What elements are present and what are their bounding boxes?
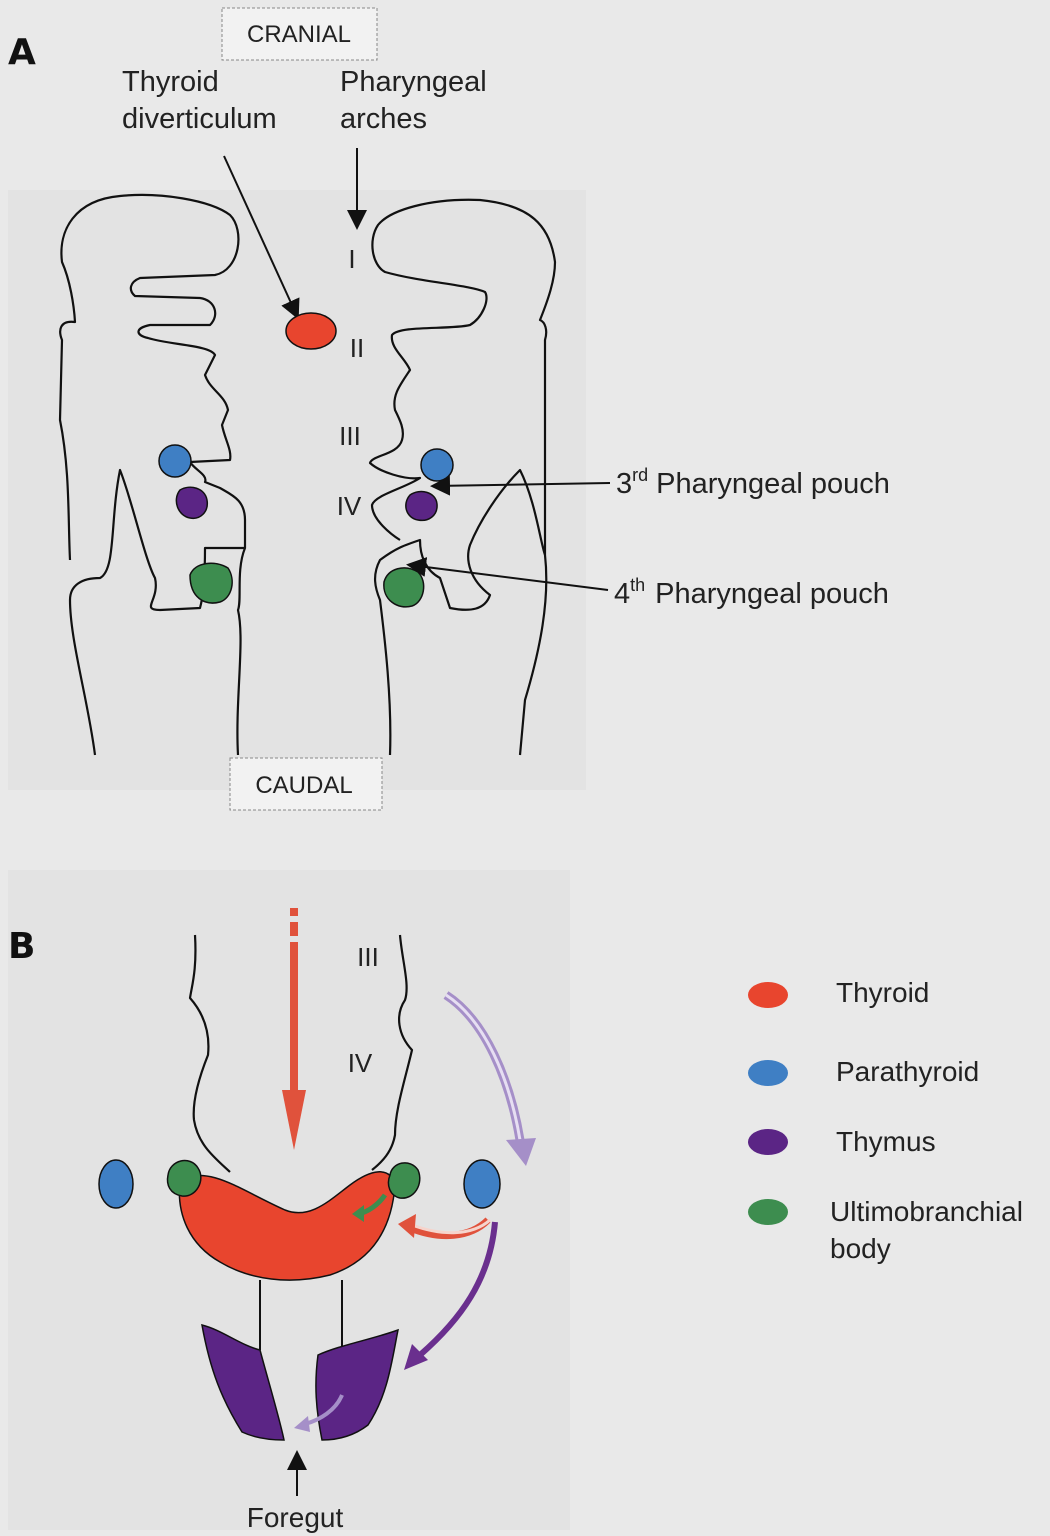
legend-label-thyroid: Thyroid — [836, 977, 929, 1008]
arch-numeral-iv-b: IV — [348, 1048, 373, 1078]
cranial-label: CRANIAL — [247, 21, 351, 48]
arch-numeral-iii: III — [339, 421, 361, 451]
caudal-label: CAUDAL — [255, 772, 352, 799]
legend-label-thymus: Thymus — [836, 1126, 936, 1157]
foregut-label: Foregut — [247, 1502, 344, 1533]
pharyngeal-arches-label-line1: Pharyngeal — [340, 66, 487, 98]
legend: Thyroid Parathyroid Thymus Ultimobranchi… — [748, 977, 1023, 1264]
panel-a-background — [8, 190, 586, 790]
legend-swatch-thymus — [748, 1129, 788, 1155]
parathyroid-right-b — [464, 1160, 500, 1208]
panel-b-letter: B — [8, 926, 35, 967]
legend-swatch-ultimobranchial — [748, 1199, 788, 1225]
panel-a-letter: A — [8, 32, 36, 73]
ultimobranchial-right-b — [388, 1163, 419, 1198]
arch-numeral-iii-b: III — [357, 942, 379, 972]
parathyroid-right-a — [421, 449, 453, 481]
red-arrow-dash-1 — [290, 908, 298, 916]
thyroid-diverticulum-label-line1: Thyroid — [122, 66, 219, 98]
legend-swatch-parathyroid — [748, 1060, 788, 1086]
arch-numeral-i: I — [348, 244, 355, 274]
thyroid-descent-arrow-shaft — [290, 942, 298, 1092]
legend-label-ultimobranchial-line2: body — [830, 1233, 891, 1264]
arch-numeral-ii: II — [350, 333, 364, 363]
thymus-left-a — [176, 487, 207, 518]
ultimobranchial-right-a — [384, 568, 424, 607]
legend-label-parathyroid: Parathyroid — [836, 1056, 979, 1087]
red-arrow-dash-2 — [290, 922, 298, 936]
pharyngeal-arches-label-line2: arches — [340, 103, 427, 135]
arch-numeral-iv: IV — [337, 491, 362, 521]
legend-swatch-thyroid — [748, 982, 788, 1008]
thymus-right-a — [406, 492, 437, 521]
thyroid-diverticulum-shape — [286, 313, 336, 349]
parathyroid-left-b — [99, 1160, 133, 1208]
thyroid-diverticulum-label-line2: diverticulum — [122, 103, 277, 135]
ultimobranchial-left-b — [168, 1161, 201, 1197]
legend-label-ultimobranchial: Ultimobranchial — [830, 1196, 1023, 1227]
parathyroid-left-a — [159, 445, 191, 477]
